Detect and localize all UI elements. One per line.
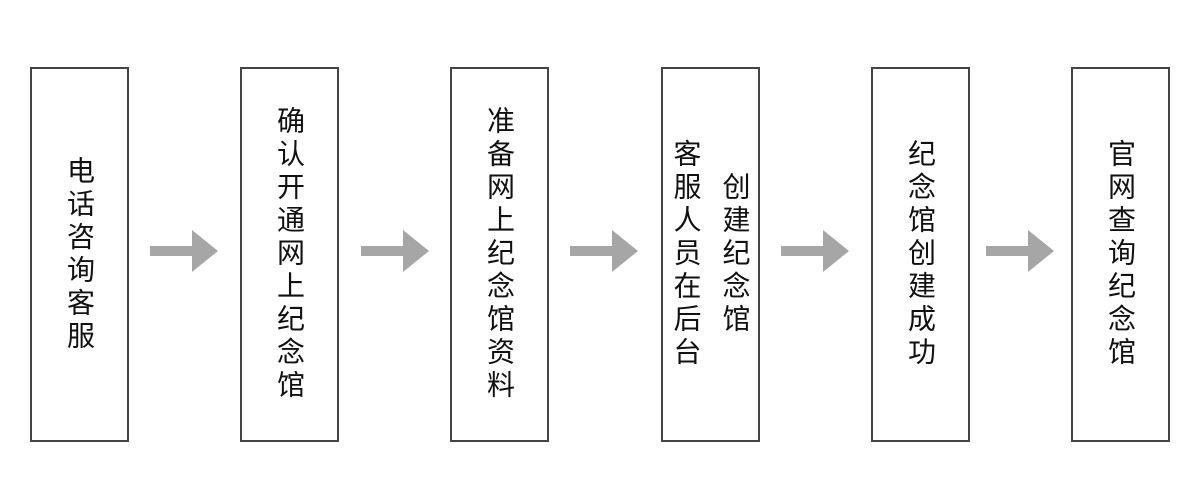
- flow-step-official-site-query: 官网查询纪念馆: [1071, 67, 1170, 442]
- flow-step-create-success: 纪念馆创建成功: [871, 67, 970, 442]
- right-arrow-icon: [361, 230, 429, 272]
- flow-step-label: 电话咨询客服: [64, 155, 95, 354]
- flow-step-label: 准备网上纪念馆资料: [484, 106, 515, 403]
- flow-step-phone-consult: 电话咨询客服: [30, 67, 129, 442]
- right-arrow-icon: [150, 230, 218, 272]
- flow-step-label-line-1: 客服人员在后台: [670, 139, 702, 370]
- right-arrow-shape: [986, 230, 1054, 272]
- right-arrow-icon: [781, 230, 849, 272]
- right-arrow-icon: [570, 230, 638, 272]
- right-arrow-shape: [781, 230, 849, 272]
- right-arrow-shape: [570, 230, 638, 272]
- right-arrow-shape: [150, 230, 218, 272]
- flow-step-label: 官网查询纪念馆: [1105, 139, 1136, 370]
- flow-step-confirm-open: 确认开通网上纪念馆: [240, 67, 339, 442]
- right-arrow-icon: [986, 230, 1054, 272]
- flow-step-label-line-2: 创建纪念馆: [719, 172, 751, 337]
- right-arrow-shape: [361, 230, 429, 272]
- flow-step-prepare-materials: 准备网上纪念馆资料: [450, 67, 549, 442]
- flow-step-label: 确认开通网上纪念馆: [274, 106, 305, 403]
- flow-step-label: 纪念馆创建成功: [905, 139, 936, 370]
- flow-step-backend-create: 客服人员在后台 创建纪念馆: [661, 67, 760, 442]
